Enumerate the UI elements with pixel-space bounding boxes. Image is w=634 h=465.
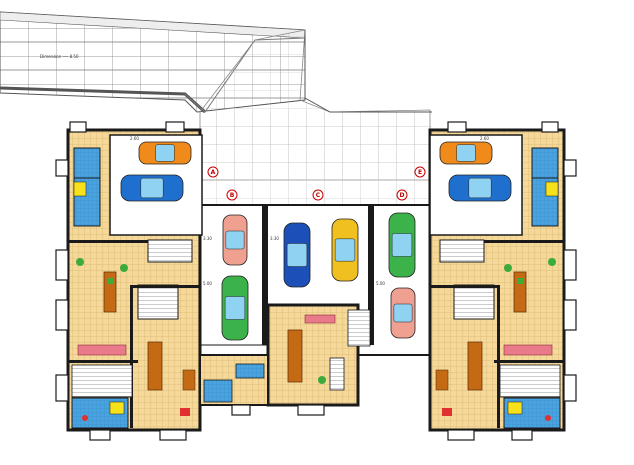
svg-text:B: B [230,192,235,199]
section-marker-e: E [414,166,426,178]
dimension-label: 2.60 [130,136,139,141]
section-marker-c: C [312,189,324,201]
car-pink-1 [222,214,248,266]
svg-text:D: D [400,192,405,199]
dimension-label: 3.30 [270,236,279,241]
car-green-2 [388,212,416,278]
car-orange-left [138,141,192,165]
car-yellow-center [331,218,359,282]
car-blue-right [448,174,512,202]
car-pink-2 [390,287,416,339]
dimension-label: 5.00 [203,281,212,286]
svg-text:A: A [211,169,216,176]
dimension-label: 2.60 [480,136,489,141]
section-marker-d: D [396,189,408,201]
balconies [55,121,577,441]
svg-text:E: E [418,169,422,176]
section-markers: A B C D E [207,166,426,201]
section-marker-a: A [207,166,219,178]
car-green-1 [221,275,249,341]
ramp-dimension-label: Dimension ---- 8.50 [40,54,79,59]
section-marker-b: B [226,189,238,201]
car-blue-left [120,174,184,202]
center-apartment [199,303,371,407]
car-blue-center [283,222,311,288]
dimension-labels: 3.30 3.30 5.00 5.00 2.60 2.60 [130,136,489,286]
dimension-label: 3.30 [203,236,212,241]
dimension-label: 5.00 [376,281,385,286]
svg-text:C: C [316,192,321,199]
cars-layer [120,141,512,341]
car-orange-right [439,141,493,165]
